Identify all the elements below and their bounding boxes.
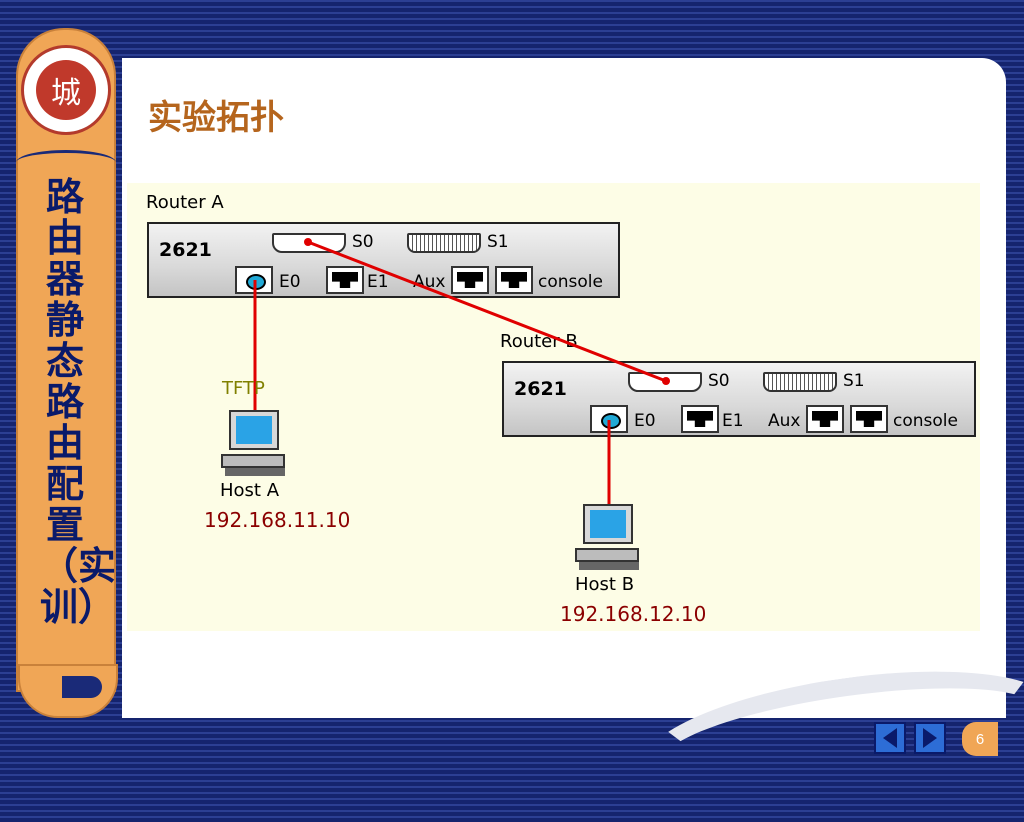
router-b-s1-label: S1 — [843, 371, 865, 391]
next-arrow-icon — [923, 728, 937, 748]
host-b-ip: 192.168.12.10 — [560, 602, 707, 626]
ethernet-port-icon[interactable] — [495, 266, 533, 294]
tftp-label: TFTP — [222, 378, 265, 399]
router-a-label: Router A — [146, 192, 224, 213]
slide-title: 实验拓扑 — [148, 98, 284, 138]
prev-slide-button[interactable] — [874, 722, 906, 754]
router-a-model: 2621 — [159, 239, 212, 261]
router-a-console-label: console — [538, 272, 603, 292]
router-a-e0-label: E0 — [279, 272, 301, 292]
router-b-e0-label: E0 — [634, 411, 656, 431]
router-b-label: Router B — [500, 331, 578, 352]
host-a-label: Host A — [220, 480, 280, 501]
router-a-e1-label: E1 — [367, 272, 389, 292]
router-b-aux-label: Aux — [768, 411, 801, 431]
logo-emblem: 城 — [36, 60, 96, 120]
router-b-s0-label: S0 — [708, 371, 730, 391]
sidebar-title: 路由器静态路由配置（实训） — [40, 174, 117, 629]
ethernet-port-icon[interactable] — [590, 405, 628, 433]
host-b-label: Host B — [575, 574, 635, 595]
wic-serial-icon[interactable] — [628, 372, 702, 392]
router-b[interactable]: 2621 S0 S1 E0 E1 Aux console — [502, 361, 976, 437]
pc-icon[interactable] — [221, 410, 291, 478]
ethernet-port-icon[interactable] — [451, 266, 489, 294]
router-b-e1-label: E1 — [722, 411, 744, 431]
serial-port-icon[interactable] — [763, 372, 837, 392]
prev-arrow-icon — [883, 728, 897, 748]
router-b-console-label: console — [893, 411, 958, 431]
ethernet-port-icon[interactable] — [806, 405, 844, 433]
sidebar-divider — [16, 150, 116, 175]
router-a-aux-label: Aux — [413, 272, 446, 292]
pc-icon[interactable] — [575, 504, 645, 572]
ethernet-port-icon[interactable] — [850, 405, 888, 433]
router-a[interactable]: 2621 S0 S1 E0 E1 Aux console — [147, 222, 620, 298]
sidebar-panel — [16, 28, 116, 692]
college-logo: 城 — [21, 45, 111, 135]
next-slide-button[interactable] — [914, 722, 946, 754]
router-a-s0-label: S0 — [352, 232, 374, 252]
sidebar-hook — [62, 676, 102, 698]
router-b-model: 2621 — [514, 378, 567, 400]
ethernet-port-icon[interactable] — [326, 266, 364, 294]
wic-serial-icon[interactable] — [272, 233, 346, 253]
host-a-ip: 192.168.11.10 — [204, 508, 351, 532]
ethernet-port-icon[interactable] — [681, 405, 719, 433]
ethernet-port-icon[interactable] — [235, 266, 273, 294]
router-a-s1-label: S1 — [487, 232, 509, 252]
page-number: 6 — [962, 722, 998, 756]
serial-port-icon[interactable] — [407, 233, 481, 253]
